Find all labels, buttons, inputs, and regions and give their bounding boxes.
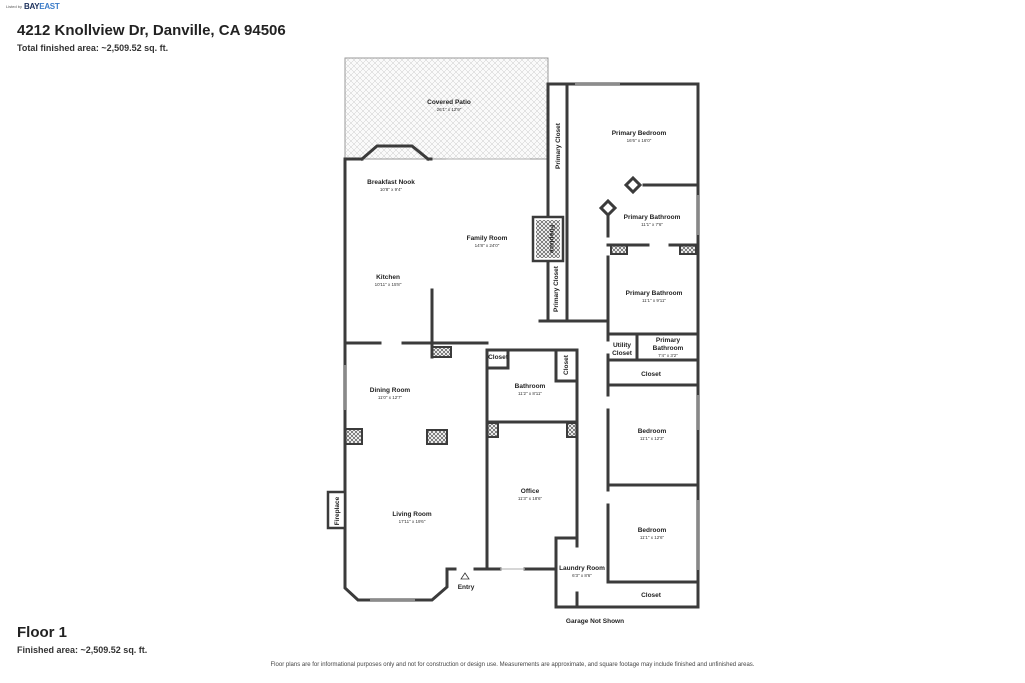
primary-bedroom-dims: 16'6" x 16'0" <box>627 138 652 143</box>
logo-brand: BAYEAST <box>24 2 60 11</box>
primary-bathroom-3-name-line1: Primary <box>656 337 681 344</box>
office-dims: 11'3" x 18'6" <box>518 496 543 501</box>
builtin-column-4 <box>486 422 499 438</box>
breakfast-nook-dims: 10'8" x 9'4" <box>380 187 403 192</box>
living-room-dims: 17'11" x 19'6" <box>399 519 426 524</box>
living-room-name: Living Room <box>392 511 432 518</box>
builtin-column-7 <box>610 244 628 255</box>
builtin-column-2 <box>426 429 448 445</box>
laundry-room-dims: 6'3" x 8'6" <box>572 573 592 578</box>
breakfast-nook-name: Breakfast Nook <box>367 179 415 186</box>
logo-prefix: Listed by <box>6 4 23 9</box>
family-room-dims: 14'8" x 24'0" <box>475 243 500 248</box>
exterior-walls <box>343 82 700 609</box>
primary-closet-1-name: Primary Closet <box>555 122 562 169</box>
builtin-column-6 <box>679 244 697 255</box>
covered-patio-area <box>344 57 549 160</box>
utility-closet-name-line2: Closet <box>612 350 633 357</box>
builtin-column-3 <box>431 346 452 358</box>
primary-bathroom-2-name: Primary Bathroom <box>626 290 683 297</box>
garage-label: Garage Not Shown <box>566 618 624 625</box>
closet-bed1-name: Closet <box>641 371 662 378</box>
fireplace-living-name: Fireplace <box>334 496 341 525</box>
finished-area: Finished area: ~2,509.52 sq. ft. <box>17 645 148 655</box>
entry-label: Entry <box>458 584 475 591</box>
primary-bathroom-1-dims: 11'1" x 7'6" <box>641 222 663 227</box>
primary-bedroom-name: Primary Bedroom <box>612 130 667 137</box>
utility-closet-name-line1: Utility <box>613 342 631 349</box>
property-address: 4212 Knollview Dr, Danville, CA 94506 <box>17 22 286 39</box>
floor-label: Floor 1 <box>17 624 68 641</box>
closet-bath-name: Closet <box>488 354 509 361</box>
bathroom-name: Bathroom <box>515 383 546 390</box>
brand-logo: Listed by BAYEAST <box>6 2 60 11</box>
kitchen-dims: 10'11" x 15'8" <box>375 282 402 287</box>
primary-bathroom-2-dims: 11'1" x 9'11" <box>642 298 666 303</box>
disclaimer: Floor plans are for informational purpos… <box>270 662 755 668</box>
builtin-column-5 <box>566 422 578 438</box>
covered-patio-dims: 26'1" x 12'9" <box>437 107 462 112</box>
bedroom-1-dims: 11'1" x 12'3" <box>640 436 665 441</box>
fireplace-living-room <box>326 490 347 530</box>
laundry-room-name: Laundry Room <box>559 565 605 572</box>
builtin-column-1 <box>344 428 363 445</box>
bathroom-dims: 11'2" x 8'11" <box>518 391 542 396</box>
primary-bathroom-3-dims: 7'4" x 3'2" <box>658 353 678 358</box>
primary-bathroom-3-name-line2: Bathroom <box>653 345 684 352</box>
builtin-hatch-fp <box>536 220 560 258</box>
closet-bath-side-name: Closet <box>563 354 570 375</box>
logo-brand-accent: EAST <box>39 2 60 11</box>
closet-bed2-name: Closet <box>641 592 662 599</box>
windows <box>344 83 699 601</box>
total-finished-area: Total finished area: ~2,509.52 sq. ft. <box>17 43 169 53</box>
primary-closet-2-name: Primary Closet <box>553 265 560 312</box>
primary-bathroom-1-name: Primary Bathroom <box>624 214 681 221</box>
family-room-name: Family Room <box>467 235 508 242</box>
bedroom-2-dims: 11'1" x 12'6" <box>640 535 665 540</box>
entry-arrow <box>460 572 470 580</box>
bedroom-2-name: Bedroom <box>638 527 667 534</box>
fireplace-family-name: Fireplace <box>548 225 555 254</box>
office-name: Office <box>521 488 540 495</box>
dining-room-dims: 11'0" x 12'7" <box>378 395 403 400</box>
covered-patio-name: Covered Patio <box>427 99 471 106</box>
logo-brand-main: BAY <box>24 2 40 11</box>
bedroom-1-name: Bedroom <box>638 428 667 435</box>
kitchen-name: Kitchen <box>376 274 400 281</box>
dining-room-name: Dining Room <box>370 387 411 394</box>
